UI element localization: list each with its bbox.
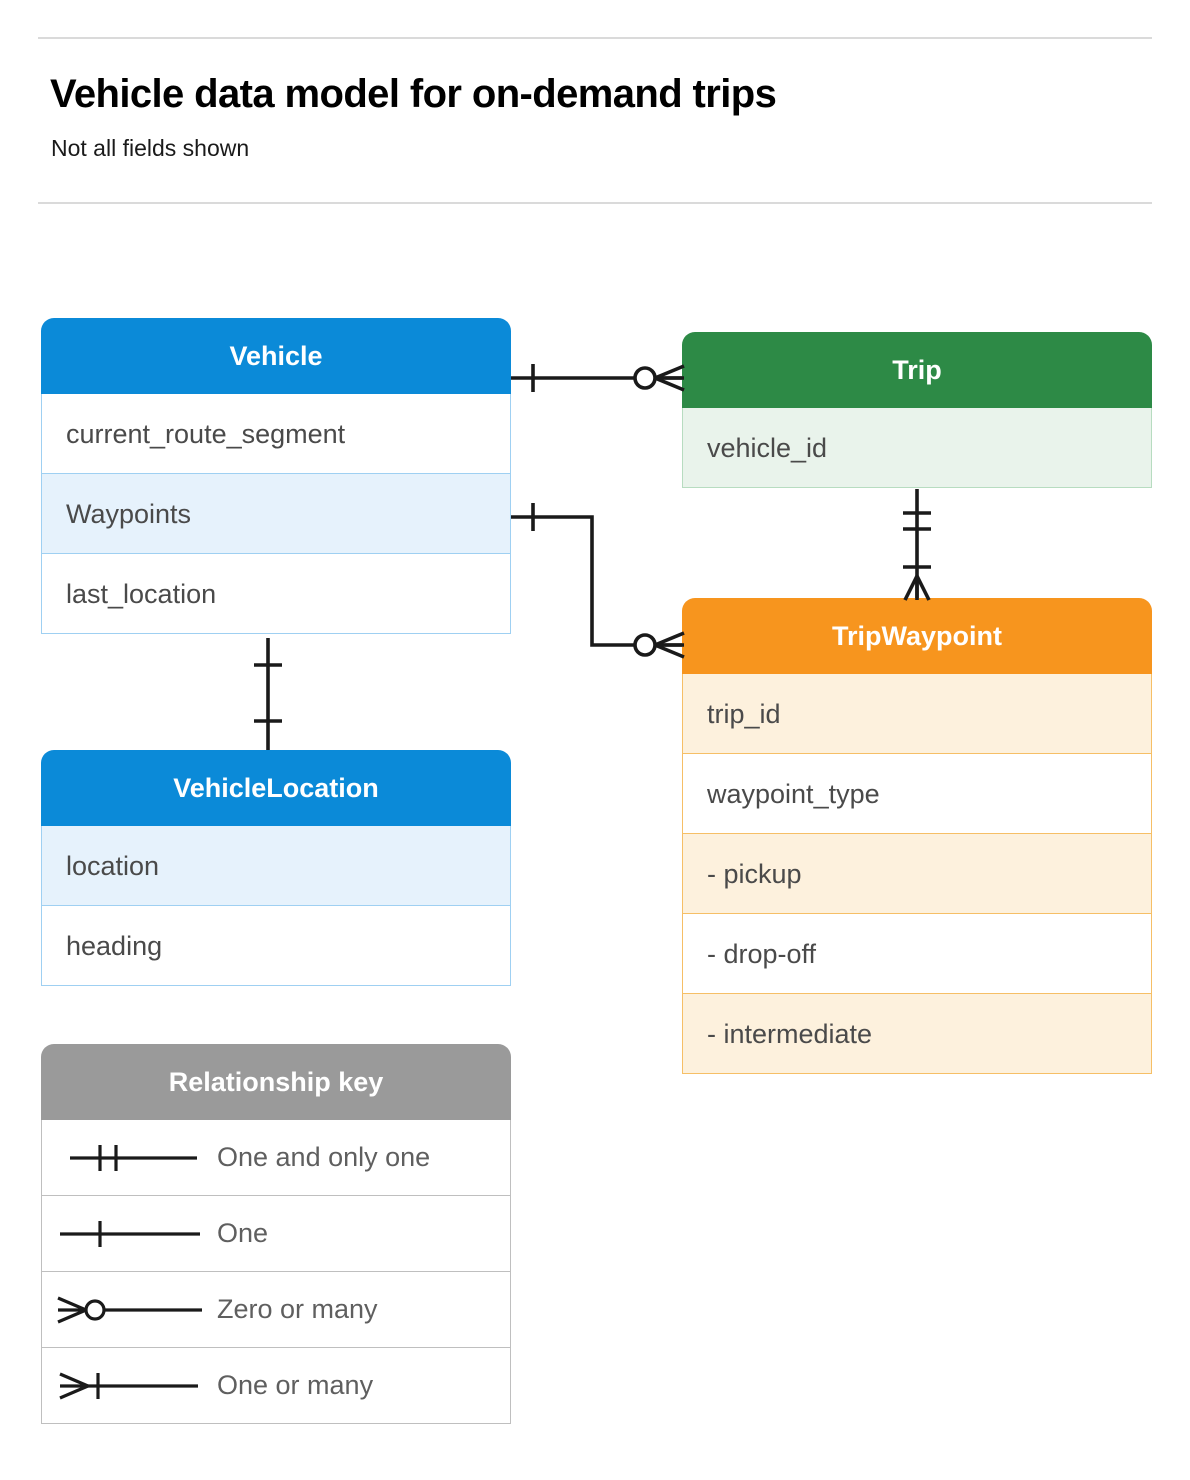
entity-tripwaypoint-field-drop-off[interactable]: - drop-off — [682, 914, 1152, 994]
legend-item-zero-or-many: Zero or many — [41, 1272, 511, 1348]
one-or-many-icon — [42, 1366, 217, 1406]
entity-tripwaypoint-field-trip-id[interactable]: trip_id — [682, 674, 1152, 754]
header-divider-bottom — [38, 202, 1152, 204]
entity-vehicle[interactable]: Vehicle current_route_segment Waypoints … — [41, 318, 511, 634]
entity-vehicle-field-current-route-segment[interactable]: current_route_segment — [41, 394, 511, 474]
connector-trip-tripwaypoint — [903, 489, 931, 601]
legend-label-one-and-only-one: One and only one — [217, 1142, 431, 1172]
entity-vehiclelocation-field-heading[interactable]: heading — [41, 906, 511, 986]
entity-vehiclelocation-field-location[interactable]: location — [41, 826, 511, 906]
connector-vehicle-vehiclelocation — [254, 638, 282, 750]
entity-vehiclelocation[interactable]: VehicleLocation location heading — [41, 750, 511, 986]
entity-tripwaypoint-field-intermediate[interactable]: - intermediate — [682, 994, 1152, 1074]
entity-tripwaypoint-title: TripWaypoint — [682, 598, 1152, 674]
entity-trip-title: Trip — [682, 332, 1152, 408]
legend-item-one-and-only-one: One and only one — [41, 1120, 511, 1196]
entity-trip-field-vehicle-id[interactable]: vehicle_id — [682, 408, 1152, 488]
entity-vehicle-title: Vehicle — [41, 318, 511, 394]
entity-tripwaypoint-field-waypoint-type[interactable]: waypoint_type — [682, 754, 1152, 834]
legend-item-one: One — [41, 1196, 511, 1272]
one-icon — [42, 1214, 217, 1254]
connector-waypoints-tripwaypoint — [511, 503, 685, 659]
legend-label-one-or-many: One or many — [217, 1370, 374, 1400]
page-subtitle: Not all fields shown — [51, 135, 250, 161]
relationship-key-title: Relationship key — [41, 1044, 511, 1120]
entity-vehicle-field-last-location[interactable]: last_location — [41, 554, 511, 634]
entity-vehicle-field-waypoints[interactable]: Waypoints — [41, 474, 511, 554]
connector-vehicle-trip — [511, 364, 685, 392]
legend-label-zero-or-many: Zero or many — [217, 1294, 378, 1324]
zero-or-many-icon — [42, 1290, 217, 1330]
entity-trip[interactable]: Trip vehicle_id — [682, 332, 1152, 488]
legend-item-one-or-many: One or many — [41, 1348, 511, 1424]
entity-tripwaypoint[interactable]: TripWaypoint trip_id waypoint_type - pic… — [682, 598, 1152, 1074]
relationship-key-legend: Relationship key One and only one — [41, 1044, 511, 1424]
legend-label-one: One — [217, 1218, 269, 1248]
page-title: Vehicle data model for on-demand trips — [50, 72, 777, 116]
header-divider-top — [38, 37, 1152, 39]
one-and-only-one-icon — [42, 1138, 217, 1178]
entity-vehiclelocation-title: VehicleLocation — [41, 750, 511, 826]
entity-tripwaypoint-field-pickup[interactable]: - pickup — [682, 834, 1152, 914]
